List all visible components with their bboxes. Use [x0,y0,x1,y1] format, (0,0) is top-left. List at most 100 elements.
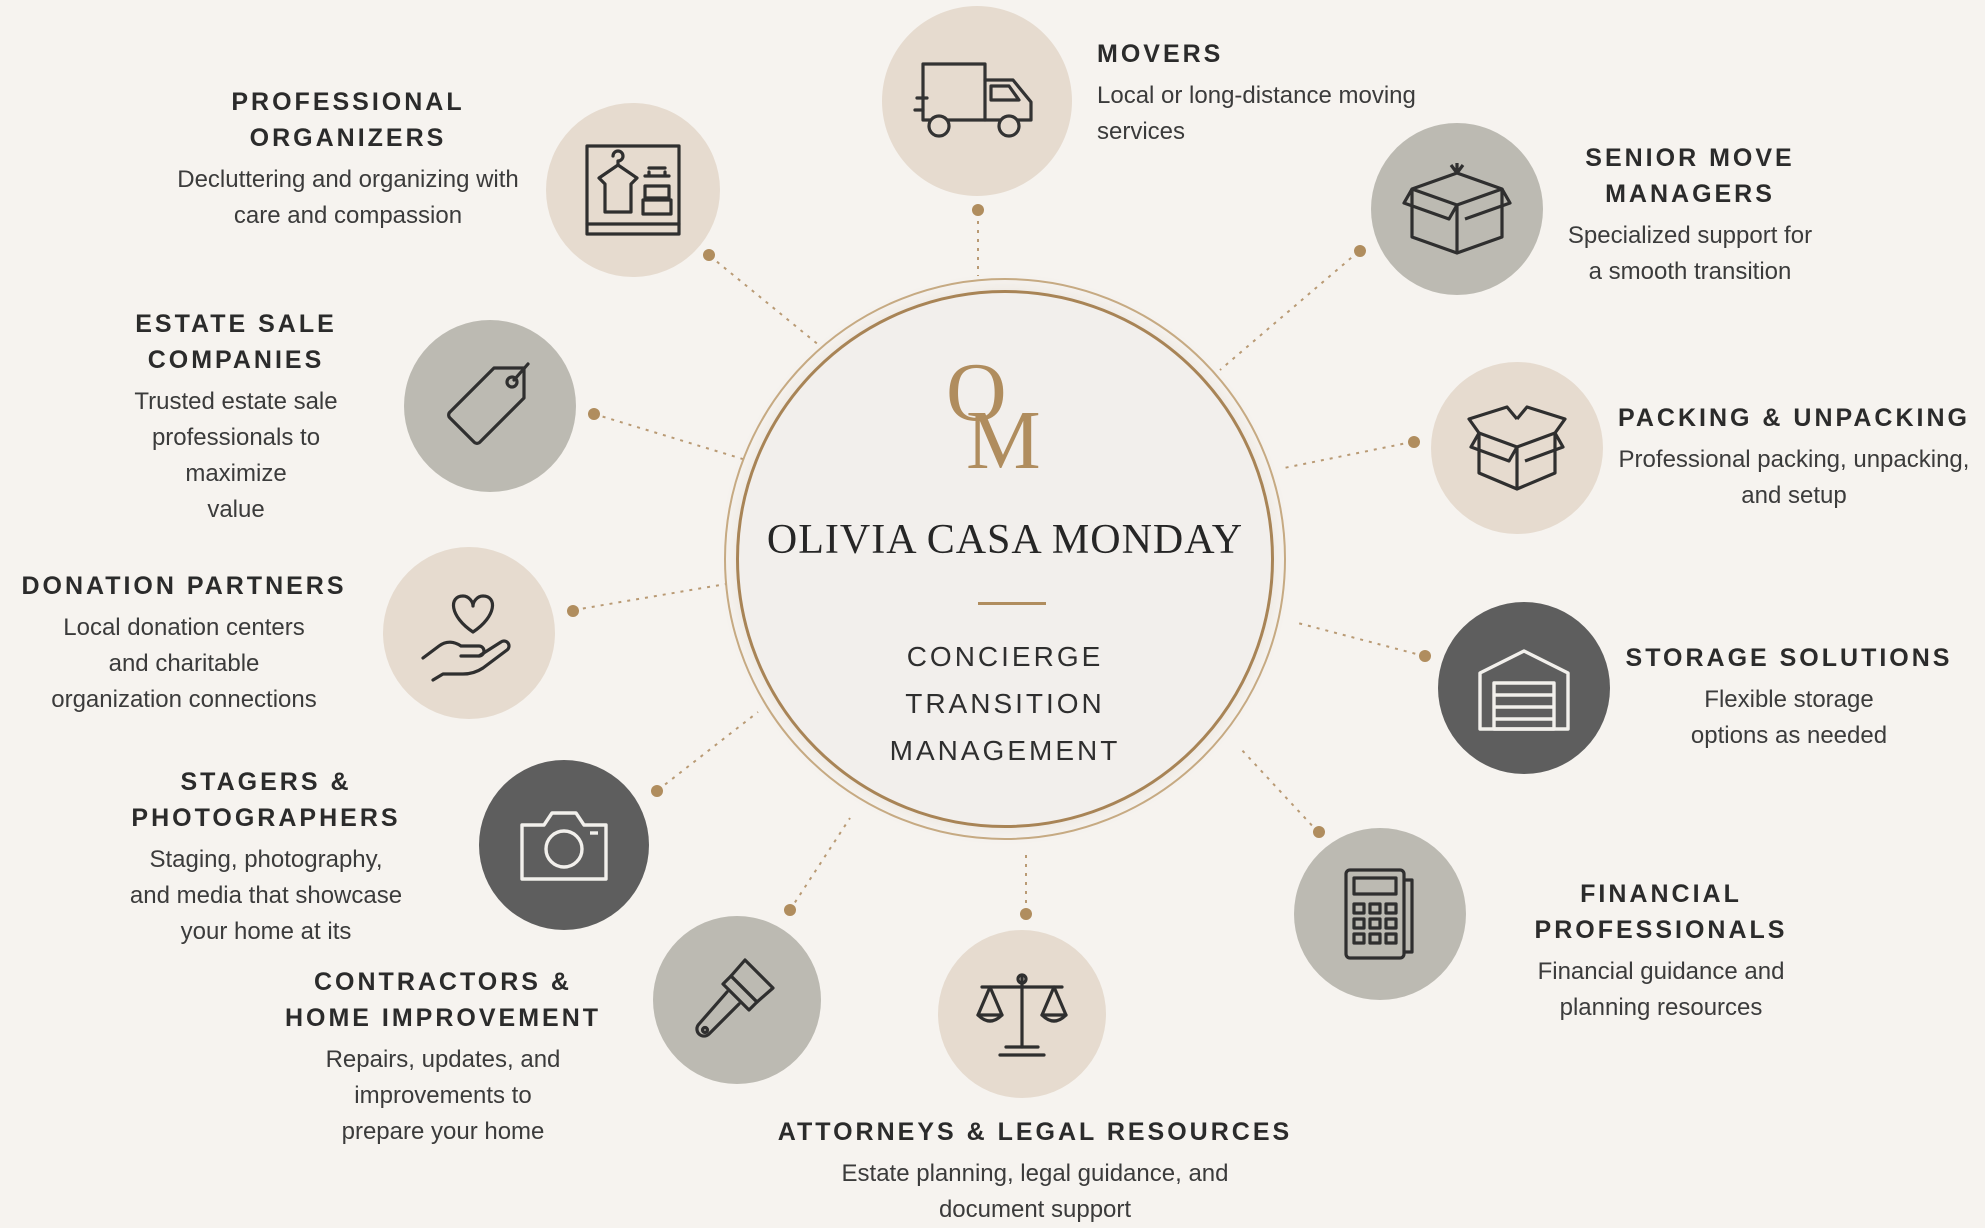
scales-icon [976,973,1068,1057]
node-description: Financial guidance and planning resource… [1486,954,1836,1026]
movers-icon-circle [882,6,1072,196]
contractors-label: CONTRACTORS & HOME IMPROVEMENT Repairs, … [268,964,618,1150]
desc-line: document support [938,1196,1132,1223]
node-title: PROFESSIONAL ORGANIZERS [166,84,530,156]
desc-line: services [1097,118,1186,145]
desc-line: Specialized support for [1567,222,1813,249]
node-title: ESTATE SALE COMPANIES [106,306,366,378]
storage-icon-circle [1438,602,1610,774]
desc-line: Flexible storage [1704,686,1874,713]
calculator-icon [1344,868,1414,960]
paintbrush-icon [695,958,775,1038]
title-line: PROFESSIONAL [231,88,465,116]
monogram-o: O [946,346,1007,439]
price-tag-icon [447,362,530,445]
node-title: PACKING & UNPACKING [1618,404,1970,432]
stagers-label: STAGERS & PHOTOGRAPHERS Staging, photogr… [96,764,436,950]
node-title: CONTRACTORS & HOME IMPROVEMENT [268,964,618,1036]
node-title: MOVERS [1097,40,1224,68]
desc-line: Financial guidance and [1537,958,1785,985]
node-description: Local or long-distance moving services [1097,78,1427,150]
organizers-label: PROFESSIONAL ORGANIZERS Decluttering and… [166,84,530,234]
desc-line: value [207,496,265,523]
hub-outer-ring [724,278,1286,840]
packing-label: PACKING & UNPACKING Professional packing… [1618,400,1970,514]
title-line: ESTATE SALE [135,310,337,338]
node-title: FINANCIAL PROFESSIONALS [1534,880,1788,944]
desc-line: Estate planning, legal guidance, and [841,1160,1229,1187]
desc-line: Repairs, updates, and [325,1046,561,1073]
node-title: STORAGE SOLUTIONS [1625,644,1953,672]
desc-line: Professional packing, unpacking, [1618,446,1970,473]
contractors-icon-circle [653,916,821,1084]
senior-move-managers-label: SENIOR MOVE MANAGERS Specialized support… [1540,140,1840,290]
title-line: PHOTOGRAPHERS [131,804,401,832]
desc-line: improvements to [354,1082,532,1109]
heart-hand-icon [421,594,511,682]
desc-line: options as needed [1690,722,1888,749]
tagline-line: TRANSITION [905,688,1105,719]
node-title: ATTORNEYS & LEGAL RESOURCES [777,1118,1293,1146]
desc-line: and setup [1741,482,1847,509]
hub-circle [736,290,1274,828]
financial-icon-circle [1294,828,1466,1000]
donation-icon-circle [383,547,555,719]
node-description: Decluttering and organizing with care an… [166,162,530,234]
node-description: Repairs, updates, and improvements to pr… [268,1042,618,1150]
desc-line: Staging, photography, [149,846,383,873]
node-description: Estate planning, legal guidance, and doc… [760,1156,1310,1228]
node-description: Trusted estate sale professionals to max… [106,384,366,528]
desc-line: your home at its [180,918,352,945]
tagline-line: MANAGEMENT [889,735,1121,766]
storage-label: STORAGE SOLUTIONS Flexible storage optio… [1624,640,1954,754]
donation-label: DONATION PARTNERS Local donation centers… [14,568,354,718]
node-description: Staging, photography, and media that sho… [96,842,436,950]
desc-line: planning resources [1559,994,1763,1021]
hub-divider [978,602,1046,605]
open-box-icon [1467,405,1567,491]
monogram-logo: O M [946,346,1041,480]
desc-line: professionals to maximize [151,424,321,487]
desc-line: Local or long-distance moving [1097,82,1416,109]
desc-line: prepare your home [341,1118,545,1145]
company-tagline: CONCIERGE TRANSITION MANAGEMENT [736,633,1274,774]
camera-icon [520,811,608,881]
title-line: COMPANIES [147,346,325,374]
node-description: Flexible storage options as needed [1624,682,1954,754]
estate-sale-icon-circle [404,320,576,492]
node-description: Specialized support for a smooth transit… [1540,218,1840,290]
node-title: DONATION PARTNERS [21,572,347,600]
box-icon [1402,163,1512,255]
tagline-line: CONCIERGE [906,641,1104,672]
node-title: STAGERS & PHOTOGRAPHERS [96,764,436,836]
node-description: Local donation centers and charitable or… [14,610,354,718]
title-line: HOME IMPROVEMENT [284,1004,602,1032]
movers-label: MOVERS Local or long-distance moving ser… [1097,36,1427,150]
closet-icon [585,144,681,236]
desc-line: and charitable [108,650,260,677]
desc-line: a smooth transition [1588,258,1792,285]
garage-icon [1478,649,1570,731]
title-line: MANAGERS [1605,180,1775,208]
senior-move-managers-icon-circle [1371,123,1543,295]
node-description: Professional packing, unpacking, and set… [1618,442,1970,514]
company-name: OLIVIA CASA MONDAY [766,517,1244,563]
desc-line: care and compassion [233,202,463,229]
packing-icon-circle [1431,362,1603,534]
stagers-icon-circle [479,760,649,930]
desc-line: and media that showcase [129,882,403,909]
attorneys-icon-circle [938,930,1106,1098]
attorneys-label: ATTORNEYS & LEGAL RESOURCES Estate plann… [760,1114,1310,1228]
desc-line: organization connections [51,686,317,713]
desc-line: Decluttering and organizing with [177,166,519,193]
financial-label: FINANCIAL PROFESSIONALS Financial guidan… [1486,876,1836,1026]
organizers-icon-circle [546,103,720,277]
title-line: SENIOR MOVE [1585,144,1795,172]
title-line: STAGERS & [180,768,352,796]
title-line: ORGANIZERS [249,124,447,152]
truck-icon [913,62,1033,138]
desc-line: Local donation centers [63,614,305,641]
desc-line: Trusted estate sale [134,388,338,415]
